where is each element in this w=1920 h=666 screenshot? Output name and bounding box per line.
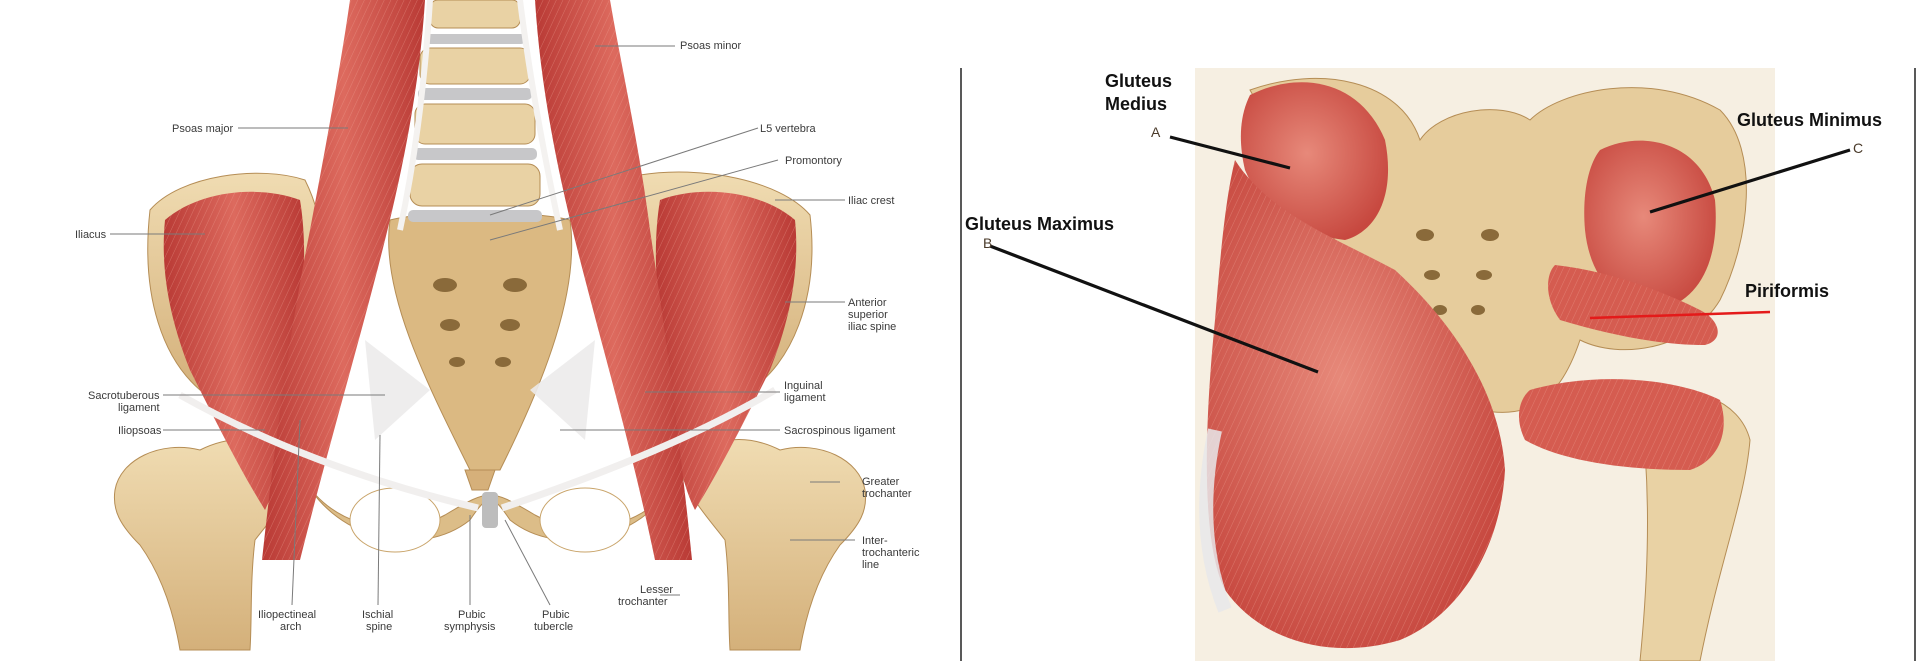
left-femur xyxy=(113,439,301,651)
label-letter-c: C xyxy=(1853,140,1863,156)
label-letter-b: B xyxy=(983,235,992,251)
gluteus-minimus xyxy=(1584,140,1716,310)
right-labels: Gluteus Medius A Gluteus Maximus B Glute… xyxy=(965,71,1882,301)
label-psoas-major: Psoas major xyxy=(172,123,233,135)
label-iliacus: Iliacus xyxy=(75,229,107,241)
right-obturator-foramen xyxy=(539,487,631,553)
label-asis-line1: Anterior xyxy=(848,297,887,309)
label-sacrotuberous-line1: Sacrotuberous xyxy=(88,390,160,402)
label-pubic-tubercle-line2: tubercle xyxy=(534,621,573,633)
label-lesser-trochanter-line1: Lesser xyxy=(640,584,673,596)
label-sacrotuberous-line2: ligament xyxy=(118,402,160,414)
pubic-symphysis xyxy=(482,492,498,528)
label-psoas-minor: Psoas minor xyxy=(680,40,741,52)
label-greater-trochanter-line1: Greater xyxy=(862,476,900,488)
label-pubic-tubercle-line1: Pubic xyxy=(542,609,570,621)
piriformis-leader xyxy=(1589,310,1771,320)
label-ischial-line1: Ischial xyxy=(362,609,393,621)
label-letter-a: A xyxy=(1151,124,1161,140)
left-sacrospinous-ligament xyxy=(365,340,430,440)
lumbar-vertebrae xyxy=(408,0,542,222)
label-promontory: Promontory xyxy=(785,155,842,167)
label-asis-line3: iliac spine xyxy=(848,321,896,333)
label-intertrochanteric-line2: trochanteric xyxy=(862,547,920,559)
label-inguinal-line2: ligament xyxy=(784,392,826,404)
right-gluteal-illustration xyxy=(1195,68,1775,662)
left-labels: Psoas minor Psoas major L5 vertebra Prom… xyxy=(75,40,920,633)
label-iliac-crest: Iliac crest xyxy=(848,195,894,207)
gluteus-medius xyxy=(1240,82,1389,240)
label-greater-trochanter-line2: trochanter xyxy=(862,488,912,500)
label-inguinal-line1: Inguinal xyxy=(784,380,823,392)
label-intertrochanteric-line1: Inter- xyxy=(862,535,888,547)
label-iliopectineal-line2: arch xyxy=(280,621,301,633)
label-gluteus-maximus: Gluteus Maximus xyxy=(965,214,1114,234)
psoas-minor-tendon-left xyxy=(397,0,433,231)
label-gluteus-minimus: Gluteus Minimus xyxy=(1737,110,1882,130)
label-gluteus-medius-line1: Gluteus xyxy=(1105,71,1172,91)
label-pubic-symphysis-line2: symphysis xyxy=(444,621,496,633)
right-femur xyxy=(679,439,867,651)
sacrum xyxy=(388,212,573,471)
label-asis-line2: superior xyxy=(848,309,888,321)
label-intertrochanteric-line3: line xyxy=(862,559,879,571)
label-piriformis: Piriformis xyxy=(1745,281,1829,301)
label-l5-vertebra: L5 vertebra xyxy=(760,123,817,135)
left-inguinal-ligament xyxy=(178,391,479,512)
label-iliopectineal-line1: Iliopectineal xyxy=(258,609,316,621)
label-gluteus-medius-line2: Medius xyxy=(1105,94,1167,114)
label-lesser-trochanter-line2: trochanter xyxy=(618,596,668,608)
coccyx xyxy=(464,469,496,491)
left-leader-lines xyxy=(110,45,855,606)
label-iliopsoas: Iliopsoas xyxy=(118,425,162,437)
psoas-minor-tendon xyxy=(517,0,563,231)
label-sacrospinous: Sacrospinous ligament xyxy=(784,425,895,437)
iliotibial-tract xyxy=(1199,428,1232,613)
right-leader-lines xyxy=(989,135,1851,374)
right-inguinal-ligament xyxy=(500,386,777,512)
right-sacrospinous-ligament xyxy=(530,340,595,440)
label-pubic-symphysis-line1: Pubic xyxy=(458,609,486,621)
left-pelvis-illustration xyxy=(113,0,867,651)
sacral-foramina xyxy=(433,278,527,367)
label-ischial-line2: spine xyxy=(366,621,392,633)
posterior-sacral-foramina xyxy=(1416,229,1499,315)
